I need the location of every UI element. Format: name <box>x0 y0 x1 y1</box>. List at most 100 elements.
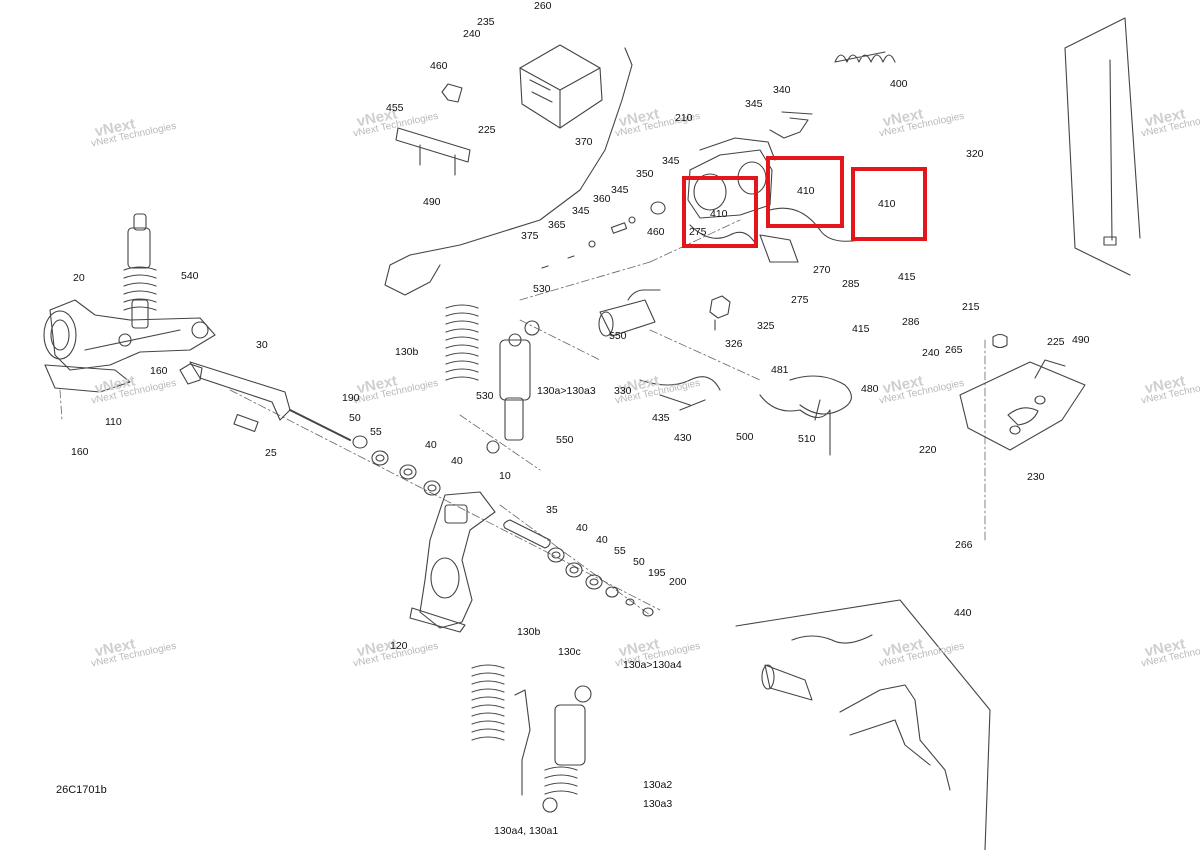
callout-label: 375 <box>521 230 539 242</box>
callout-label: 500 <box>736 431 754 443</box>
callout-label: 35 <box>546 504 558 516</box>
callout-label: 550 <box>556 434 574 446</box>
diagram-code: 26C1701b <box>56 784 107 796</box>
callout-label: 340 <box>773 84 791 96</box>
coil-hose-400 <box>834 51 896 63</box>
callout-label: 40 <box>596 534 608 546</box>
hose-340 <box>769 111 813 139</box>
callout-label: 360 <box>593 193 611 205</box>
callout-label: 275 <box>791 294 809 306</box>
callout-label: 510 <box>798 433 816 445</box>
stabilizer-bar <box>179 361 351 441</box>
callout-label: 410 <box>797 185 815 197</box>
callout-label: 130b <box>517 626 541 638</box>
rear-shock <box>471 664 592 813</box>
callout-label: 285 <box>842 278 860 290</box>
callout-label: 225 <box>1047 336 1065 348</box>
callout-label: 130a2 <box>643 779 673 791</box>
clip-460 <box>441 83 463 103</box>
callout-label: 460 <box>647 226 665 238</box>
callout-label: 40 <box>425 439 437 451</box>
rear-arm <box>409 491 496 633</box>
harness-330 <box>639 376 721 411</box>
callout-label: 490 <box>1072 334 1090 346</box>
callout-label: 10 <box>499 470 511 482</box>
callout-label: 480 <box>861 383 879 395</box>
callout-label: 400 <box>890 78 908 90</box>
callout-label: 20 <box>73 272 85 284</box>
callout-label: 130b <box>395 346 419 358</box>
callout-label: 345 <box>662 155 680 167</box>
tank-550 <box>598 289 661 337</box>
callout-label: 40 <box>576 522 588 534</box>
bracket-260 <box>519 44 603 129</box>
callout-label: 435 <box>652 412 670 424</box>
harness-481 <box>759 375 852 456</box>
callout-label: 370 <box>575 136 593 148</box>
callout-label: 530 <box>533 283 551 295</box>
callout-label: 345 <box>572 205 590 217</box>
callout-label: 25 <box>265 447 277 459</box>
callout-label: 130a3 <box>643 798 673 810</box>
callout-label: 540 <box>181 270 199 282</box>
center-spring <box>445 304 479 381</box>
callout-label: 286 <box>902 316 920 328</box>
callout-label: 50 <box>349 412 361 424</box>
inset-panel-320 <box>1064 17 1141 276</box>
callout-label: 415 <box>852 323 870 335</box>
callout-label: 350 <box>636 168 654 180</box>
callout-label: 160 <box>150 365 168 377</box>
dipstick <box>1103 59 1117 246</box>
highlight-box-410-left <box>682 176 758 248</box>
callout-label: 460 <box>430 60 448 72</box>
callout-label: 230 <box>1027 471 1045 483</box>
center-shock <box>486 320 540 454</box>
callout-label: 325 <box>757 320 775 332</box>
bumper-215 <box>992 333 1008 349</box>
callout-label: 481 <box>771 364 789 376</box>
callout-label: 225 <box>478 124 496 136</box>
callout-label: 235 <box>477 16 495 28</box>
callout-label: 40 <box>451 455 463 467</box>
callout-label: 270 <box>813 264 831 276</box>
callout-label: 320 <box>966 148 984 160</box>
axis-lines <box>59 219 986 616</box>
pivot-tube <box>503 519 551 549</box>
callout-label: 345 <box>611 184 629 196</box>
callout-label: 330 <box>614 385 632 397</box>
callout-label: 130c <box>558 646 581 658</box>
callout-label: 240 <box>922 347 940 359</box>
bracket-455 <box>395 127 471 176</box>
callout-label: 130a>130a4 <box>623 659 682 671</box>
highlight-box-410-right <box>851 167 927 241</box>
callout-label: 266 <box>955 539 973 551</box>
callout-label: 130a4, 130a1 <box>494 825 559 837</box>
callout-label: 55 <box>614 545 626 557</box>
plate-220 <box>959 359 1086 451</box>
callout-label: 110 <box>105 416 122 428</box>
callout-label: 345 <box>745 98 763 110</box>
callout-label: 365 <box>548 219 566 231</box>
callout-label: 200 <box>669 576 687 588</box>
callout-label: 160 <box>71 446 89 458</box>
callout-label: 50 <box>633 556 645 568</box>
callout-label: 240 <box>463 28 481 40</box>
fittings <box>541 201 666 269</box>
bushings <box>352 435 654 617</box>
callout-label: 30 <box>256 339 268 351</box>
callout-label: 210 <box>675 112 693 124</box>
suspension-arm <box>43 299 216 393</box>
callout-label: 410 <box>878 198 896 210</box>
inset-440-parts <box>761 634 951 791</box>
callout-label: 440 <box>954 607 972 619</box>
callout-label: 190 <box>342 392 360 404</box>
valve-325 <box>709 295 731 331</box>
callout-label: 490 <box>423 196 441 208</box>
callout-label: 55 <box>370 426 382 438</box>
callout-label: 410 <box>710 208 728 220</box>
front-shock <box>123 213 157 329</box>
callout-label: 530 <box>476 390 494 402</box>
callout-label: 220 <box>919 444 937 456</box>
